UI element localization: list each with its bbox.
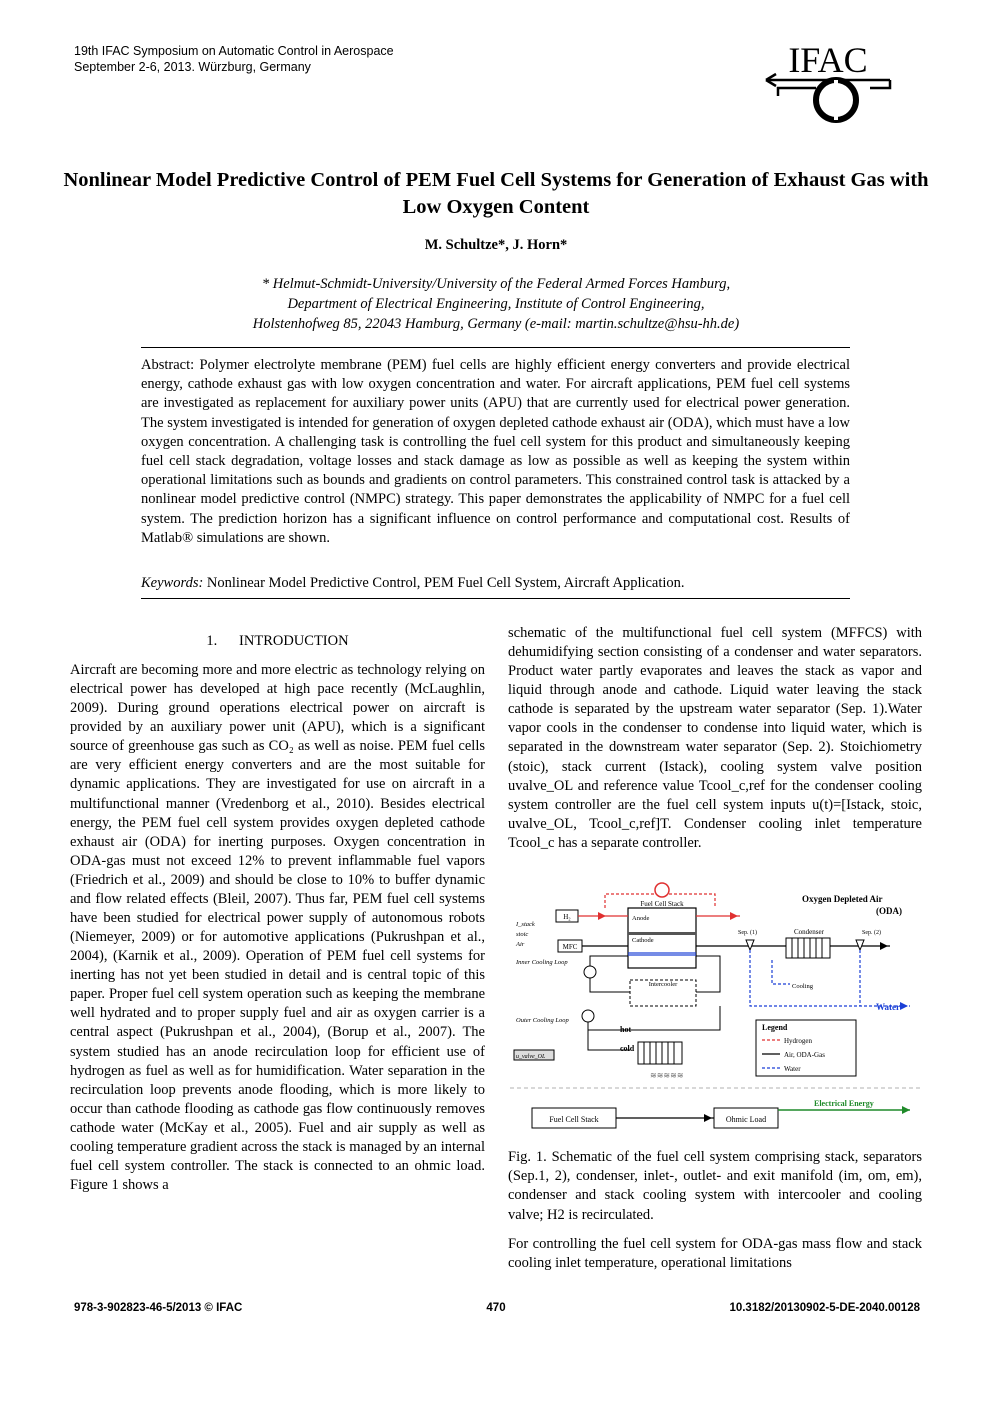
paper-authors: M. Schultze*, J. Horn* [424, 237, 568, 253]
h2-label: H₂ [563, 913, 571, 921]
ifac-logo-text: IFAC [788, 40, 867, 80]
conference-info: 19th IFAC Symposium on Automatic Control… [74, 43, 394, 75]
svg-text:≋≋≋≋≋: ≋≋≋≋≋ [650, 1071, 684, 1080]
affiliation-line-1: * Helmut-Schmidt-University/University o… [261, 276, 731, 292]
intercooler-label: Intercooler [649, 981, 678, 988]
intercooler-block [629, 979, 697, 1007]
stack-box-label: Fuel Cell Stack [549, 1115, 598, 1124]
intro-right-column: schematic of the multifunctional fuel ce… [508, 625, 922, 851]
legend-title: Legend [762, 1023, 788, 1032]
legend-box [755, 1019, 857, 1077]
oda-title: Oxygen Depleted Air [802, 894, 883, 904]
paper-title: Nonlinear Model Predictive Control of PE… [63, 169, 929, 218]
sep2-icon [855, 939, 865, 952]
abstract-bottom-rule [141, 598, 850, 599]
cooling-label: Cooling [792, 983, 814, 990]
conference-line-2: September 2-6, 2013. Würzburg, Germany [74, 60, 311, 74]
legend-air: Air, ODA-Gas [784, 1051, 825, 1059]
abstract: Abstract: Polymer electrolyte membrane (… [141, 357, 850, 546]
condenser-block [785, 937, 831, 959]
keywords-text: Nonlinear Model Predictive Control, PEM … [203, 575, 685, 591]
right-column-continuation: For controlling the fuel cell system for… [508, 1236, 922, 1272]
ohmic-load-label: Ohmic Load [726, 1115, 766, 1124]
valve-input-box [513, 1049, 555, 1061]
sep1-label: Sep. (1) [738, 929, 757, 936]
footer-doi: 10.3182/20130902-5-DE-2040.00128 [729, 1302, 920, 1314]
outer-loop-label: Outer Cooling Loop [516, 1017, 569, 1024]
electrical-energy-label: Electrical Energy [814, 1099, 874, 1108]
cathode-label: Cathode [632, 937, 654, 944]
figure-1-schematic: Fuel Cell Stack Anode Cathode H₂ I_stack… [510, 882, 922, 1129]
affiliation-line-2: Department of Electrical Engineering, In… [287, 296, 705, 312]
istack-label: I_stack [515, 921, 535, 928]
cold-label: cold [620, 1044, 635, 1053]
cooling-plate [628, 952, 696, 956]
sep2-label: Sep. (2) [862, 929, 881, 936]
inner-loop-label: Inner Cooling Loop [515, 959, 568, 966]
abstract-top-rule [141, 347, 850, 348]
mfc-label: MFC [563, 943, 578, 951]
outer-pump-icon [581, 1009, 595, 1023]
outer-cooler [637, 1041, 683, 1065]
legend-hydrogen: Hydrogen [784, 1037, 812, 1045]
anode-label: Anode [632, 915, 649, 922]
legend-water: Water [784, 1065, 801, 1073]
recirculation-pump-icon [654, 882, 670, 898]
stack-block [627, 907, 697, 969]
condenser-label: Condenser [794, 928, 825, 936]
footer-isbn: 978-3-902823-46-5/2013 © IFAC [74, 1302, 243, 1314]
keywords-label: Keywords: [141, 575, 204, 591]
keywords: Keywords: Nonlinear Model Predictive Con… [141, 574, 850, 593]
conference-line-1: 19th IFAC Symposium on Automatic Control… [74, 44, 394, 58]
intro-left-column: Aircraft are becoming more and more elec… [70, 662, 485, 1194]
valve-ol-label: u_valve_OL [516, 1054, 546, 1060]
section-heading-introduction: 1. INTRODUCTION [206, 633, 349, 649]
stack-title: Fuel Cell Stack [640, 900, 684, 908]
air-label: Air [515, 941, 525, 948]
affiliation-line-3: Holstenhofweg 85, 22043 Hamburg, Germany… [252, 316, 740, 332]
inner-pump-icon [583, 965, 597, 979]
water-label: Water [876, 1002, 900, 1012]
stoic-label: stoic [516, 931, 528, 938]
ifac-logo: IFAC [765, 40, 892, 123]
figure-1-caption: Fig. 1. Schematic of the fuel cell syste… [508, 1149, 922, 1223]
oda-abbr: (ODA) [876, 906, 902, 916]
membrane [628, 932, 696, 935]
footer-page-number: 470 [486, 1302, 506, 1314]
affiliation: * Helmut-Schmidt-University/University o… [0, 274, 992, 334]
sep1-icon [745, 939, 755, 952]
